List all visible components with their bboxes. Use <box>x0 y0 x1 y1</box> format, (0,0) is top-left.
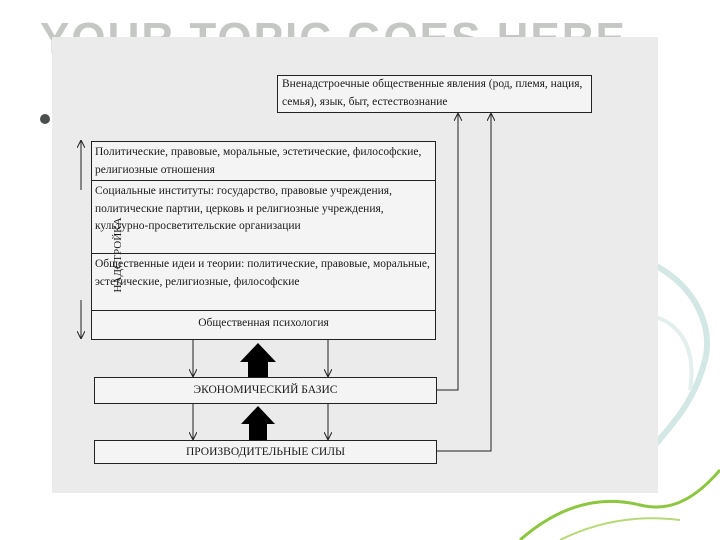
connector-base-to-outer <box>437 114 458 390</box>
thick-arrow-forces-to-base <box>241 406 275 440</box>
thick-arrow-base-to-super <box>240 343 276 377</box>
connector-forces-to-outer <box>437 114 491 451</box>
